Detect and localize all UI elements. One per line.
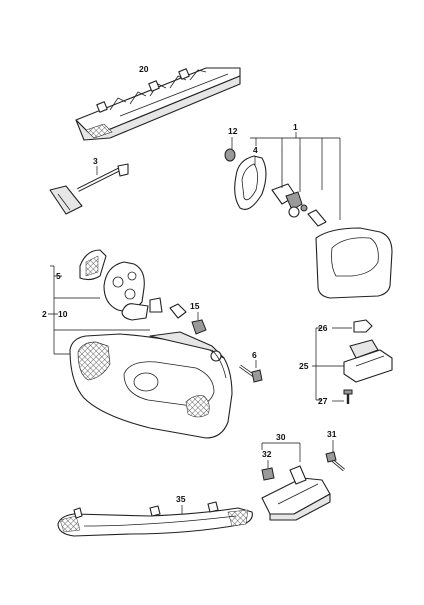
callout-25: 25 [299,361,309,371]
callout-4: 4 [253,145,258,155]
callout-3: 3 [93,156,98,166]
callout-12: 12 [228,126,238,136]
part-1-bulb-holder-assembly [234,132,393,299]
callout-10: 10 [58,309,68,319]
callout-31: 31 [327,429,337,439]
callout-labels: 20 12 1 3 4 5 2 10 15 6 26 25 27 30 31 3… [42,64,337,504]
part-2-tail-light-assembly [48,249,233,439]
part-3-holder-clip [49,163,129,215]
part-12-grommet [224,137,236,162]
part-30-reversing-light [261,440,345,521]
callout-30: 30 [276,432,286,442]
callout-27: 27 [318,396,328,406]
callout-26: 26 [318,323,328,333]
callout-1: 1 [293,122,298,132]
part-35-reflector-strip [57,501,253,537]
part-15-nut [191,312,207,335]
callout-2: 2 [42,309,47,319]
part-25-license-plate-light [312,319,393,404]
callout-32: 32 [262,449,272,459]
callout-15: 15 [190,301,200,311]
callout-6: 6 [252,350,257,360]
part-20-third-brake-light [75,67,241,141]
callout-20: 20 [139,64,149,74]
callout-5: 5 [56,271,61,281]
callout-35: 35 [176,494,186,504]
part-6-screw [239,360,263,383]
